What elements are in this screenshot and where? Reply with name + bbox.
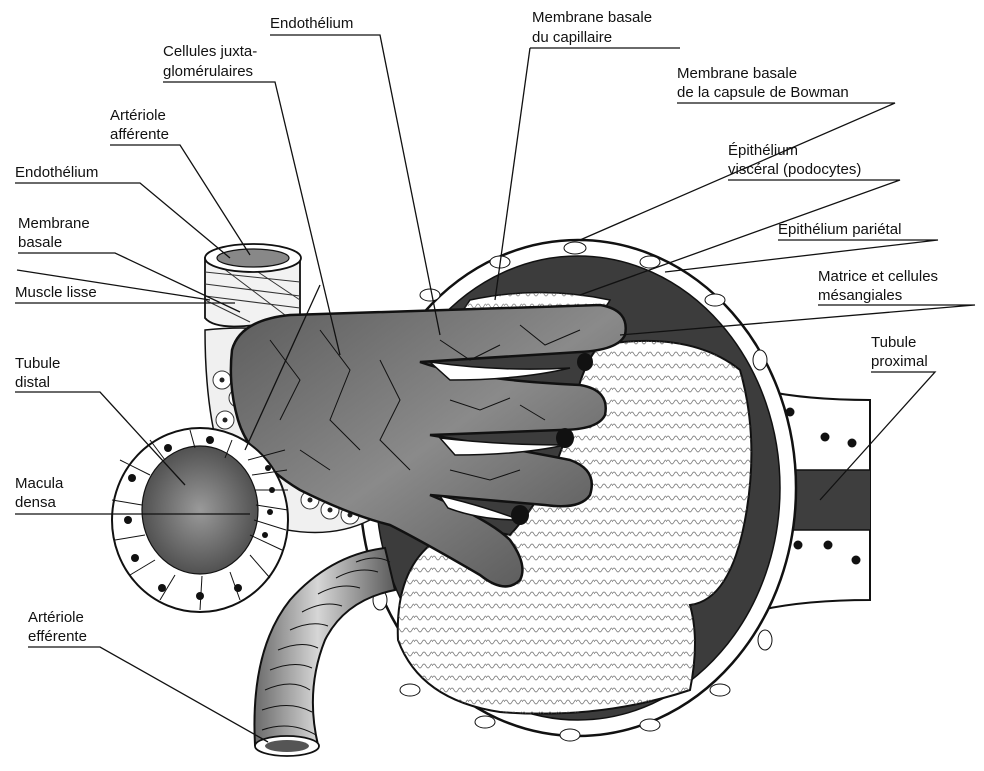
label-basement-2: basale bbox=[18, 234, 62, 251]
label-endothelium-left: Endothélium bbox=[15, 164, 98, 181]
label-juxta-2: glomérulaires bbox=[163, 63, 253, 80]
label-bowman-membrane-1: Membrane basale bbox=[677, 65, 797, 82]
efferent-arteriole bbox=[254, 548, 395, 756]
label-afferent-2: afférente bbox=[110, 126, 169, 143]
label-macula-1: Macula bbox=[15, 475, 64, 492]
label-capillary-basement-1: Membrane basale bbox=[532, 9, 652, 26]
label-macula-2: densa bbox=[15, 494, 57, 511]
label-capillary-basement-2: du capillaire bbox=[532, 29, 612, 46]
label-proximal-1: Tubule bbox=[871, 334, 916, 351]
label-proximal-2: proximal bbox=[871, 353, 928, 370]
label-juxta-1: Cellules juxta- bbox=[163, 43, 257, 60]
label-smooth-muscle: Muscle lisse bbox=[15, 284, 97, 301]
label-afferent-1: Artériole bbox=[110, 107, 166, 124]
afferent-arteriole bbox=[205, 244, 301, 326]
label-endothelium-top: Endothélium bbox=[270, 15, 353, 32]
label-parietal: Épithélium pariétal bbox=[778, 221, 901, 238]
label-efferent-2: efférente bbox=[28, 628, 87, 645]
distal-tubule bbox=[112, 428, 288, 612]
label-basement-1: Membrane bbox=[18, 215, 90, 232]
label-bowman-membrane-2: de la capsule de Bowman bbox=[677, 84, 849, 101]
label-distal-2: distal bbox=[15, 374, 50, 391]
label-efferent-1: Artériole bbox=[28, 609, 84, 626]
label-mesangial-1: Matrice et cellules bbox=[818, 268, 938, 285]
label-visceral-1: Épithélium bbox=[728, 142, 798, 159]
label-visceral-2: viscéral (podocytes) bbox=[728, 161, 861, 178]
label-distal-1: Tubule bbox=[15, 355, 60, 372]
label-mesangial-2: mésangiales bbox=[818, 287, 902, 304]
